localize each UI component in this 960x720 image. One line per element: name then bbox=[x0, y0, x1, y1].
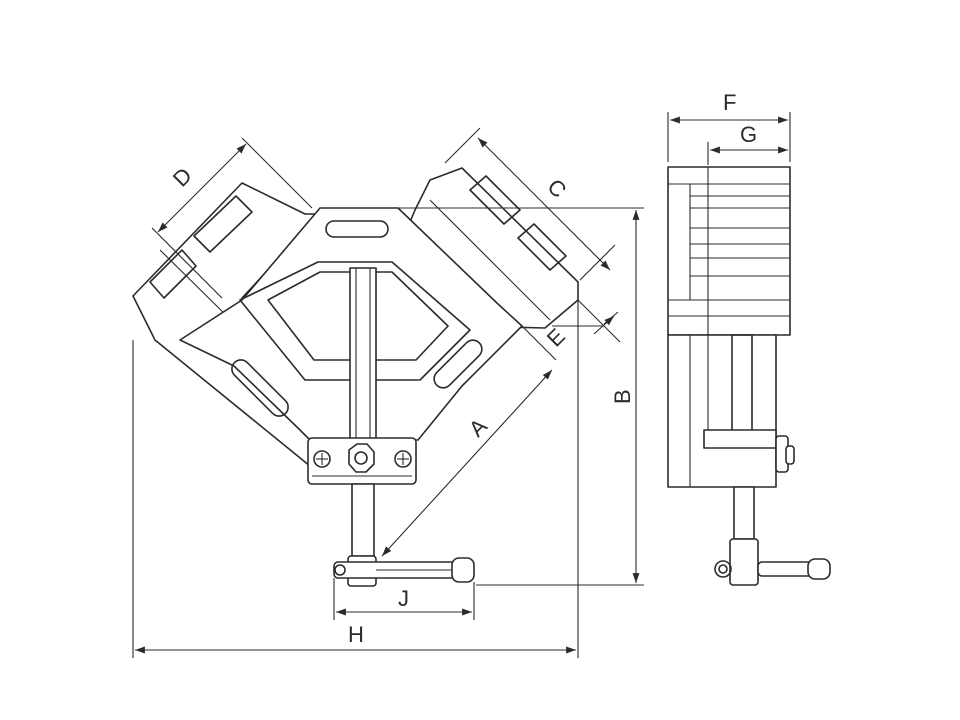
label-h: H bbox=[348, 622, 364, 647]
center-nut-icon bbox=[348, 443, 375, 473]
side-handle-bar bbox=[757, 561, 815, 577]
side-nut-icon bbox=[714, 560, 732, 578]
left-diagonal-slot bbox=[231, 359, 289, 417]
side-screw bbox=[733, 486, 755, 540]
left-screw-icon bbox=[313, 450, 331, 468]
threaded-screw bbox=[351, 483, 375, 557]
spindle-guide bbox=[349, 267, 377, 441]
label-j: J bbox=[398, 586, 409, 611]
front-view bbox=[132, 167, 579, 587]
side-lower-block bbox=[667, 334, 777, 488]
label-c: C bbox=[542, 174, 571, 203]
side-handle-hub bbox=[729, 538, 759, 586]
label-b: B bbox=[610, 389, 635, 404]
side-clamp-foot bbox=[703, 429, 777, 449]
label-d: D bbox=[168, 163, 197, 192]
label-g: G bbox=[740, 122, 757, 147]
label-f: F bbox=[723, 90, 736, 115]
side-main-block bbox=[667, 166, 791, 336]
t-handle-knob bbox=[451, 557, 475, 583]
top-slot bbox=[325, 220, 389, 238]
side-view bbox=[667, 166, 831, 586]
clamp-block bbox=[307, 437, 417, 485]
dimensions bbox=[132, 112, 791, 658]
label-a: A bbox=[464, 413, 492, 441]
inner-v-notch bbox=[239, 261, 471, 381]
side-handle-knob bbox=[807, 558, 831, 580]
